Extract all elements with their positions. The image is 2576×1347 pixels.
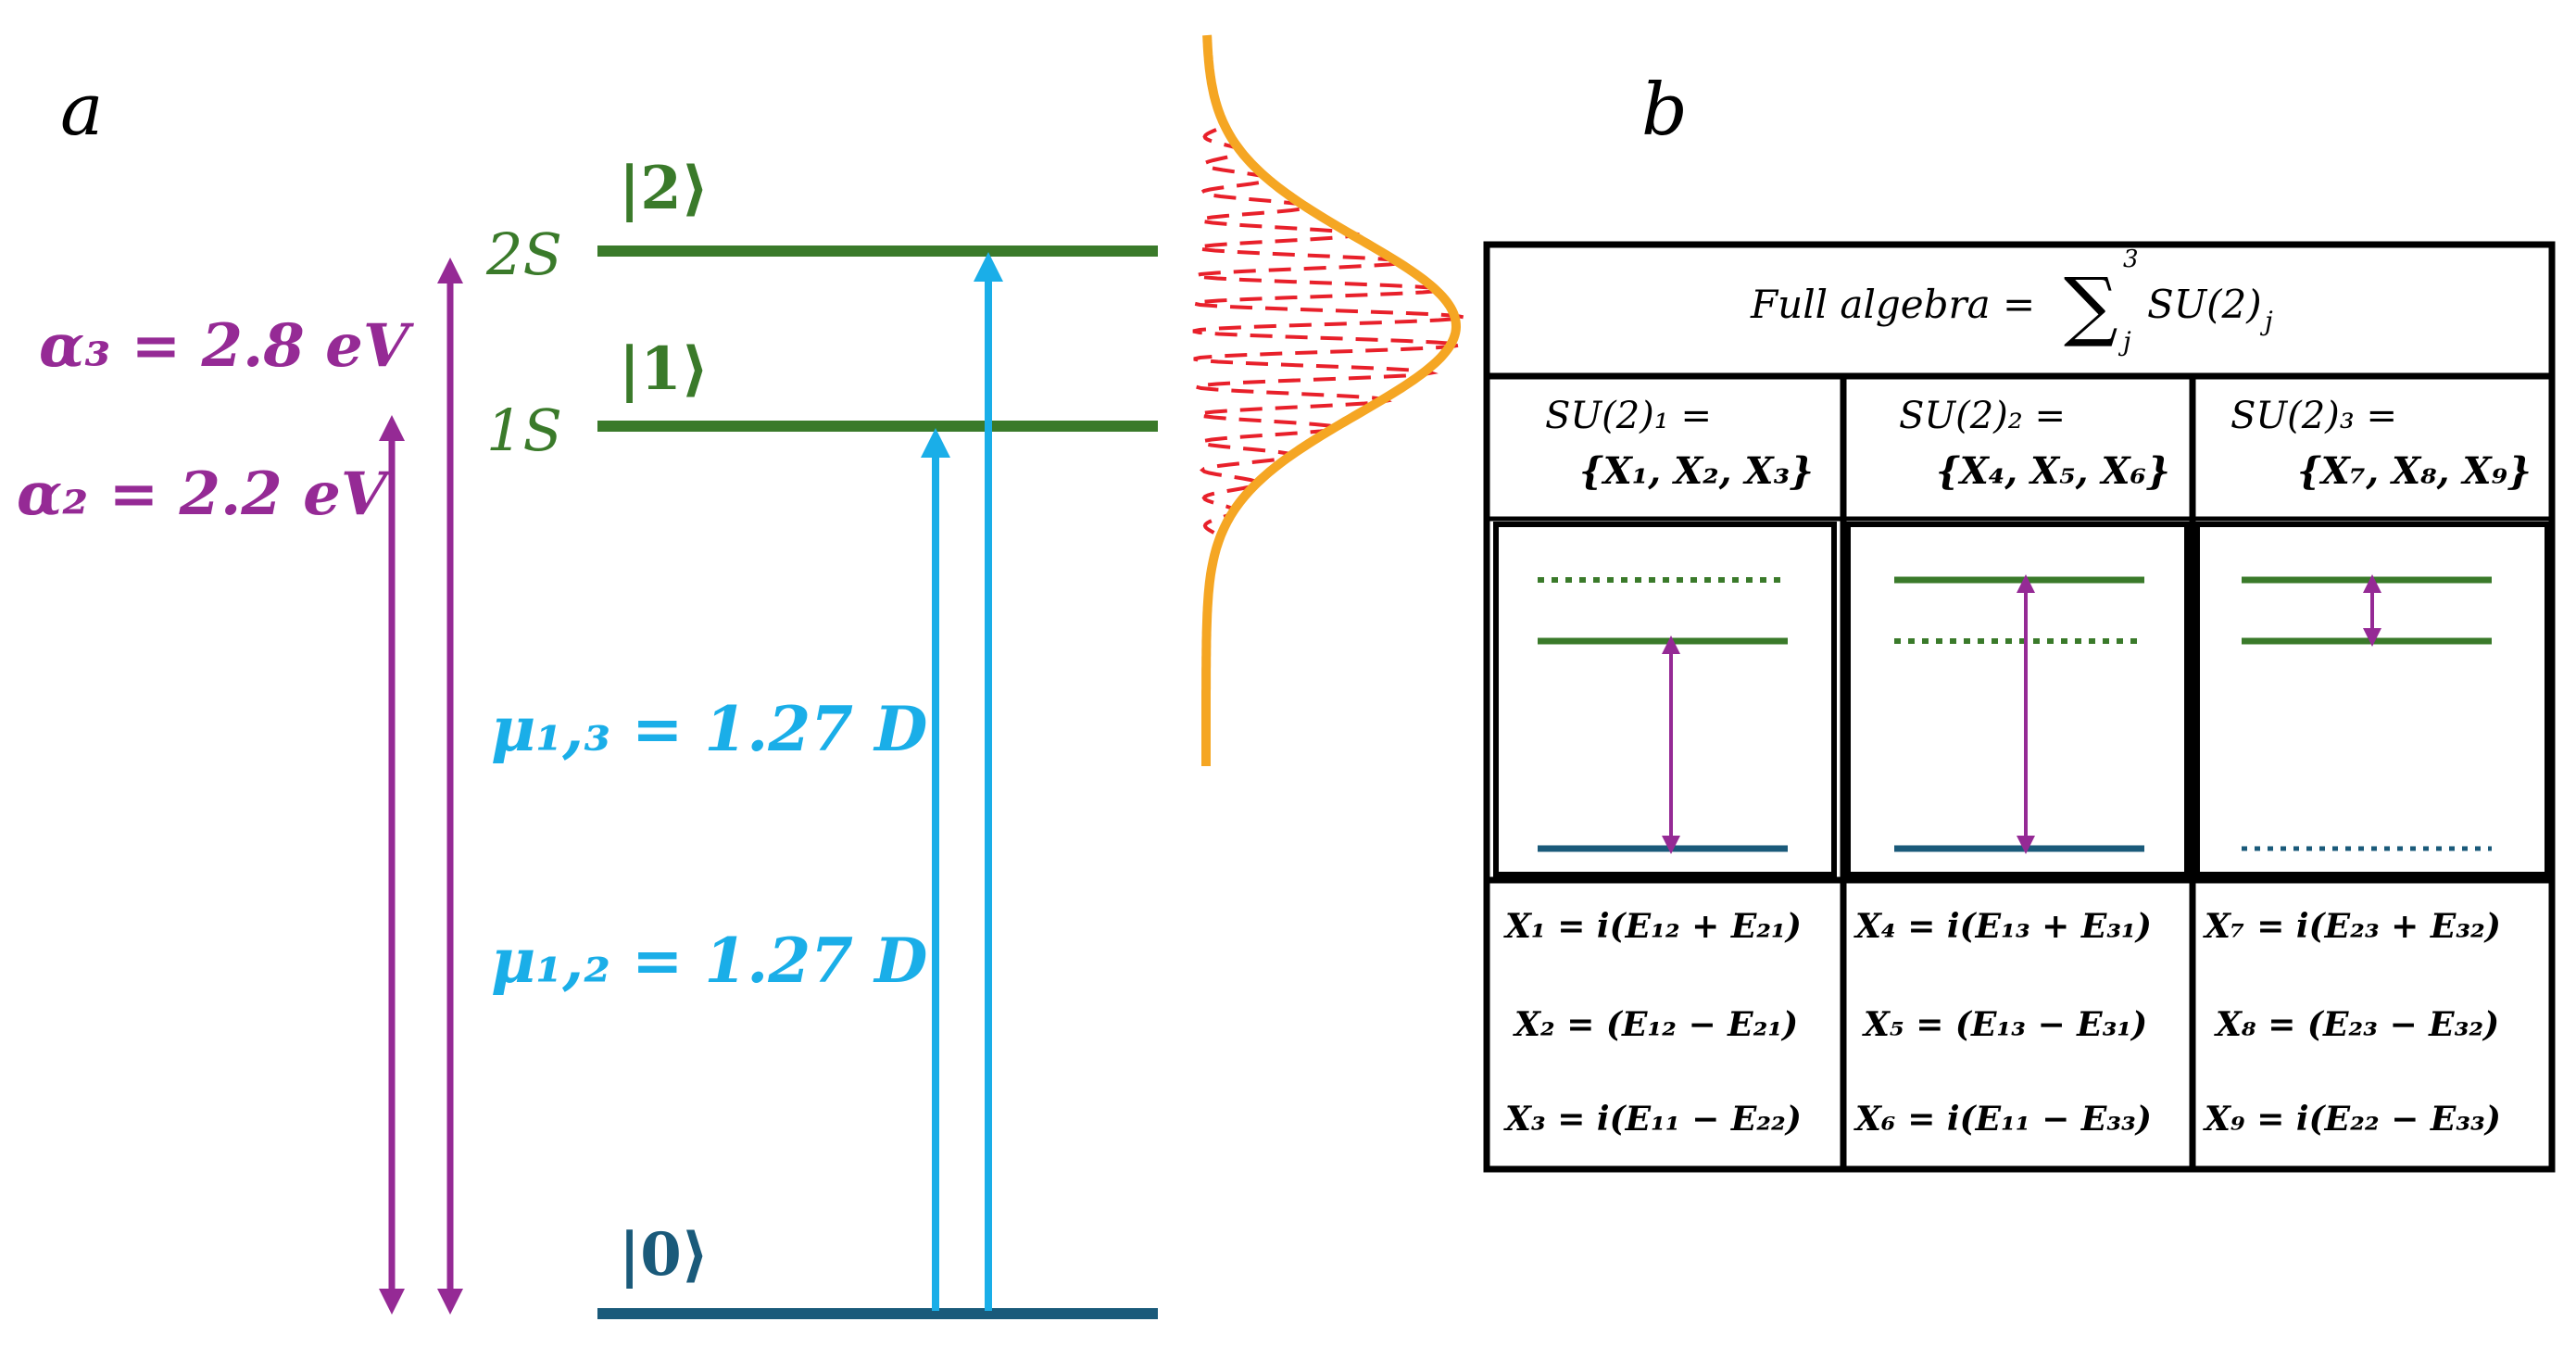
col3-eq2: X₈ = (E₂₃ − E₃₂) (2214, 1005, 2499, 1044)
col2-header-line1: SU(2)₂ = (1899, 395, 2066, 437)
col3-header-line2: {X₇, X₈, X₉} (2297, 449, 2532, 493)
col3-header-line1: SU(2)₃ = (2230, 395, 2397, 437)
title-lhs: Full algebra = (1750, 282, 2035, 327)
col2-level-diagram (1894, 574, 2144, 854)
col3-eq1: X₇ = i(E₂₃ + E₃₂) (2203, 907, 2501, 946)
mu13-label: μ₁,₃ = 1.27 D (491, 693, 927, 765)
col1-level-diagram (1538, 577, 1788, 854)
col3-level-diagram (2242, 574, 2492, 851)
ket-1-label: |1⟩ (619, 334, 709, 404)
title-sum-symbol: ∑ (2064, 262, 2118, 350)
pulse-oscillation (1188, 128, 1465, 535)
pulse-envelope (1201, 34, 1462, 766)
title-sum-bottom: j (2117, 326, 2131, 357)
col2-eq2: X₅ = (E₁₃ − E₃₁) (1862, 1005, 2147, 1044)
col2-eq1: X₄ = i(E₁₃ + E₃₁) (1853, 907, 2152, 946)
algebra-table (1483, 241, 2556, 1173)
col1-header-line1: SU(2)₁ = (1545, 395, 1712, 437)
col3-eq3: X₉ = i(E₂₂ − E₃₃) (2203, 1100, 2501, 1139)
panel-b-label: b (1641, 69, 1688, 152)
title-sum-top: 3 (2123, 245, 2139, 273)
col2-eq3: X₆ = i(E₁₁ − E₃₃) (1853, 1100, 2152, 1139)
mu12-label: μ₁,₂ = 1.27 D (491, 925, 927, 997)
ket-0-label: |0⟩ (619, 1220, 709, 1290)
table-title: Full algebra = ∑ 3 j SU(2) j (1750, 245, 2273, 357)
col1-eq2: X₂ = (E₁₂ − E₂₁) (1513, 1005, 1798, 1044)
col2-header-line2: {X₄, X₅, X₆} (1936, 449, 2170, 493)
col1-header-line2: {X₁, X₂, X₃} (1579, 449, 1814, 493)
alpha3-label: α₃ = 2.8 eV (39, 311, 415, 381)
ket-2-label: |2⟩ (619, 154, 709, 223)
panel-a-label: a (60, 69, 104, 152)
col1-eq1: X₁ = i(E₁₂ + E₂₁) (1503, 907, 1802, 946)
orbital-2S-label: 2S (485, 220, 562, 288)
panel-a: a |2⟩ |1⟩ |0⟩ 2S 1S α₃ = 2.8 eV α₂ = 2.2… (17, 34, 1465, 1319)
panel-b: b Full algebra = ∑ 3 j SU(2) j SU(2)₁ = … (1483, 69, 2556, 1173)
col1-eq3: X₃ = i(E₁₁ − E₂₂) (1503, 1100, 1802, 1139)
alpha2-label: α₂ = 2.2 eV (17, 459, 393, 529)
title-rhs: SU(2) (2147, 282, 2262, 327)
orbital-1S-label: 1S (486, 397, 562, 464)
